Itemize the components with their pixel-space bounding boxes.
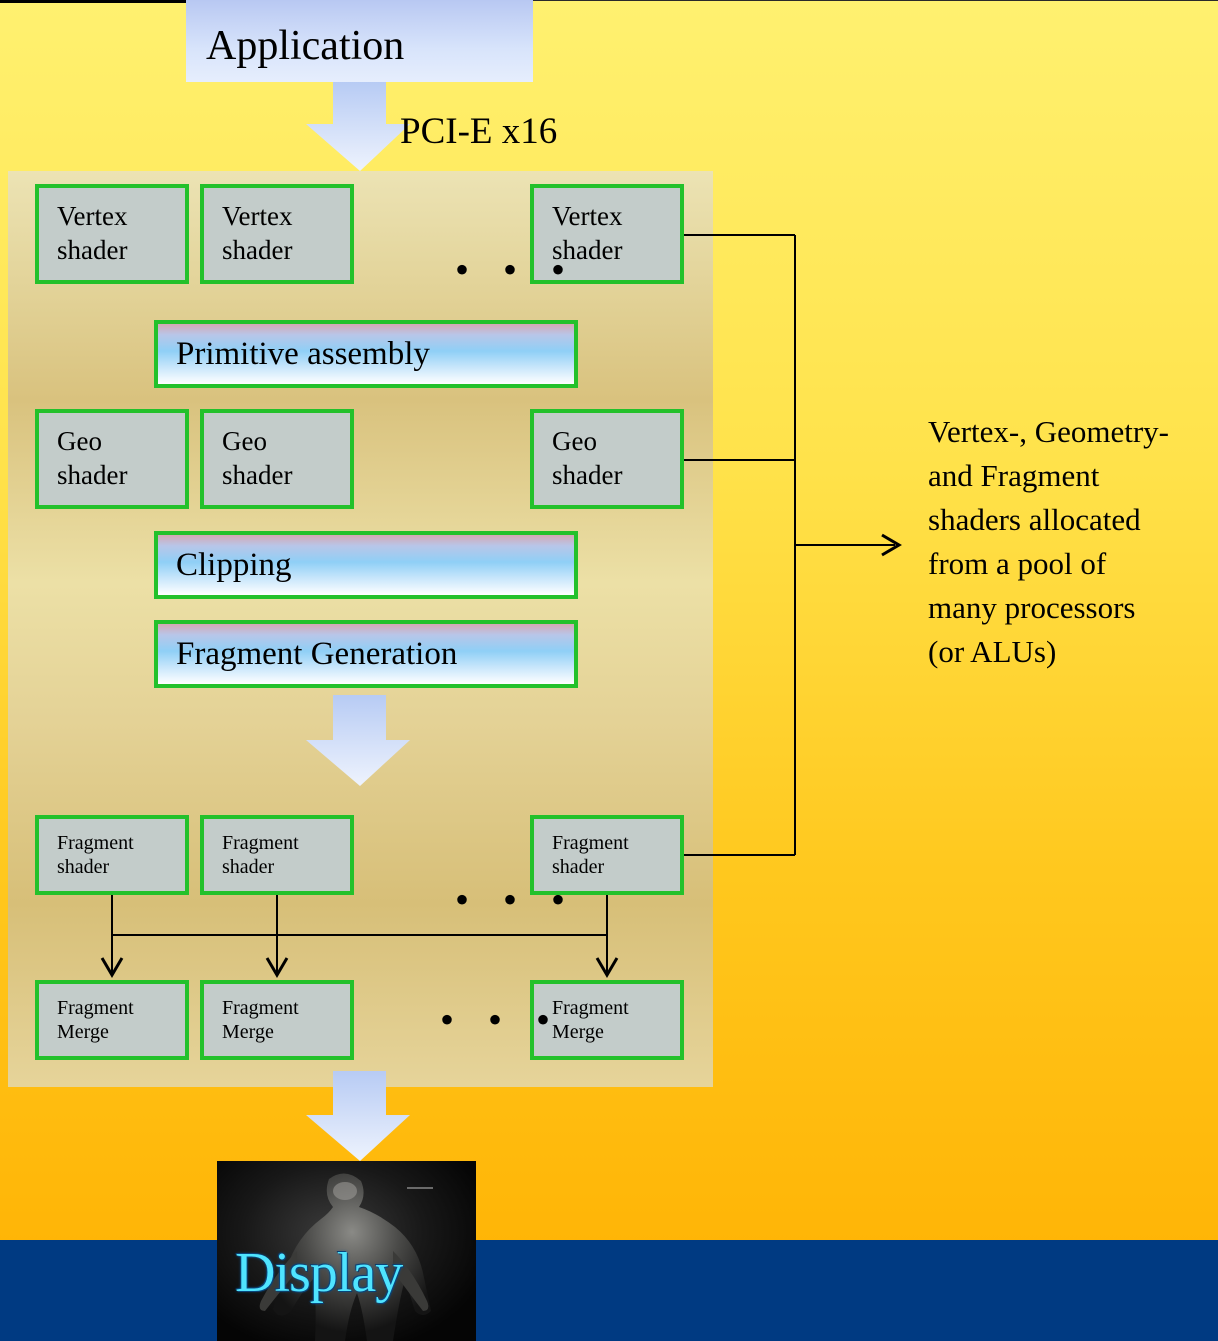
fragment-ellipsis: • • • bbox=[455, 877, 578, 922]
fragment-shader-label: Fragment shader bbox=[552, 832, 629, 879]
geo-shader-label: Geo shader bbox=[552, 426, 623, 490]
fragment-generation-bar: Fragment Generation bbox=[154, 620, 578, 688]
vertex-ellipsis: • • • bbox=[455, 247, 578, 292]
fragment-merge-box: Fragment Merge bbox=[35, 980, 189, 1060]
geo-shader-box: Geo shader bbox=[200, 409, 354, 509]
arrow-app-to-gpu bbox=[306, 82, 410, 171]
application-box: Application bbox=[186, 0, 533, 82]
geo-shader-label: Geo shader bbox=[57, 426, 128, 490]
geo-shader-box: Geo shader bbox=[35, 409, 189, 509]
fragment-shader-box: Fragment shader bbox=[200, 815, 354, 895]
vertex-shader-box: Vertex shader bbox=[35, 184, 189, 284]
top-edge-line bbox=[0, 0, 337, 3]
fragment-merge-label: Fragment Merge bbox=[222, 997, 299, 1044]
vertex-shader-box: Vertex shader bbox=[530, 184, 684, 284]
arrow-to-display bbox=[306, 1071, 410, 1161]
top-edge-line-thin bbox=[337, 0, 1218, 1]
geo-shader-box: Geo shader bbox=[530, 409, 684, 509]
fragment-merge-box: Fragment Merge bbox=[530, 980, 684, 1060]
vertex-shader-label: Vertex shader bbox=[57, 201, 128, 265]
pool-bracket bbox=[683, 234, 902, 856]
fragment-shader-label: Fragment shader bbox=[57, 832, 134, 879]
primitive-assembly-bar: Primitive assembly bbox=[154, 320, 578, 388]
geo-shader-label: Geo shader bbox=[222, 426, 293, 490]
creature-figure bbox=[259, 1173, 433, 1341]
fragment-merge-label: Fragment Merge bbox=[552, 997, 629, 1044]
pcie-bus-label: PCI-E x16 bbox=[400, 111, 558, 152]
display-image: Display bbox=[217, 1161, 476, 1341]
merge-connectors bbox=[100, 894, 619, 978]
fragment-shader-label: Fragment shader bbox=[222, 832, 299, 879]
display-label: Display bbox=[235, 1242, 403, 1304]
fragment-shader-box: Fragment shader bbox=[35, 815, 189, 895]
fragment-shader-box: Fragment shader bbox=[530, 815, 684, 895]
slide-footer-band bbox=[0, 1240, 1218, 1341]
fragment-merge-label: Fragment Merge bbox=[57, 997, 134, 1044]
merge-ellipsis: • • • bbox=[440, 997, 563, 1042]
shader-pool-note: Vertex-, Geometry- and Fragment shaders … bbox=[928, 414, 1170, 670]
clipping-bar: Clipping bbox=[154, 531, 578, 599]
vertex-shader-box: Vertex shader bbox=[200, 184, 354, 284]
fragment-merge-box: Fragment Merge bbox=[200, 980, 354, 1060]
arrow-to-fragment-shaders bbox=[306, 695, 410, 786]
vertex-shader-label: Vertex shader bbox=[552, 201, 623, 265]
vertex-shader-label: Vertex shader bbox=[222, 201, 293, 265]
